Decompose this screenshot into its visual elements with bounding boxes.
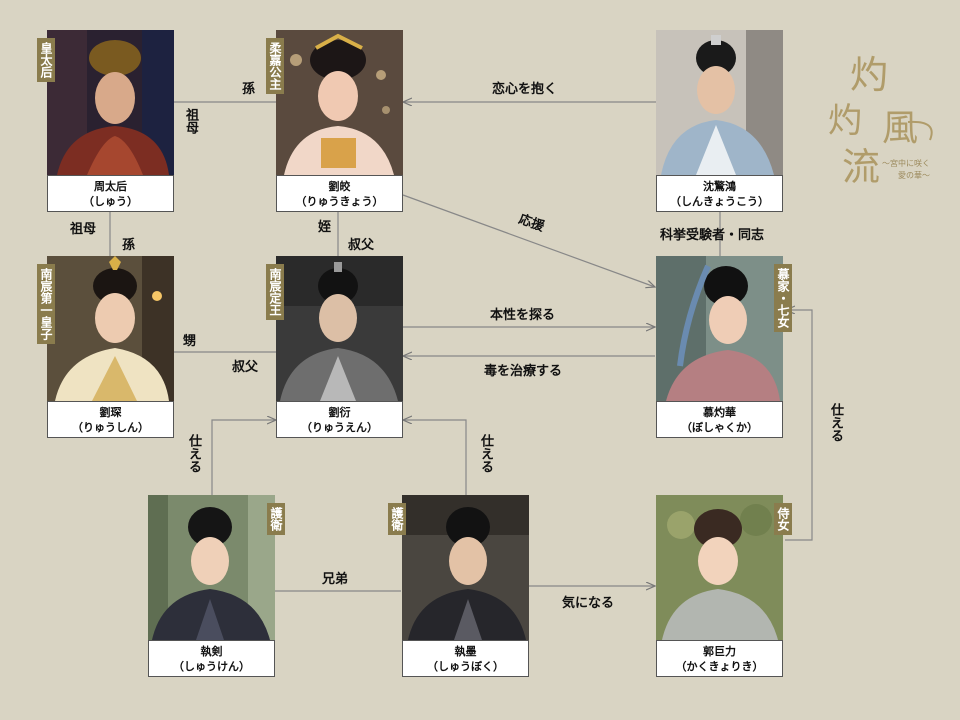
namebox-princess[interactable]: 劉皎 （りゅうきょう） <box>276 175 403 212</box>
label-serve-left: 仕える <box>186 434 201 473</box>
name-first-prince: 劉琛 <box>99 405 122 419</box>
line-serve-left <box>211 420 276 496</box>
label-cure: 毒を治療する <box>484 364 563 379</box>
reading-zhimo: （しゅうぼく） <box>427 659 504 673</box>
photo-liu-yan <box>276 256 403 401</box>
tag-mu: 慕家・七女 <box>774 264 792 332</box>
namebox-liu-yan[interactable]: 劉衍 （りゅうえん） <box>276 401 403 438</box>
reading-first-prince: （りゅうしん） <box>72 420 149 434</box>
label-nephew: 甥 <box>183 334 197 349</box>
logo-calligraphy-icon: 灼 灼 風 流 〜宮中に咲く 愛の華〜 <box>828 53 933 189</box>
tag-zhijian: 護衛 <box>267 503 285 535</box>
label-serve-right: 仕える <box>828 403 843 442</box>
person-photo-icon <box>47 256 174 401</box>
name-liu-yan: 劉衍 <box>328 405 351 419</box>
reading-shen: （しんきょうこう） <box>670 194 769 208</box>
person-photo-icon <box>276 30 403 175</box>
reading-guo: （かくきょりき） <box>675 659 764 673</box>
tag-empress-dowager: 皇太后 <box>37 38 55 82</box>
reading-zhijian: （しゅうけん） <box>173 659 250 673</box>
tag-princess: 柔嘉公主 <box>266 38 284 94</box>
photo-guo <box>656 495 783 640</box>
namebox-empress-dowager[interactable]: 周太后 （しゅう） <box>47 175 174 212</box>
photo-zhijian <box>148 495 275 640</box>
photo-mu <box>656 256 783 401</box>
photo-empress-dowager <box>47 30 174 175</box>
label-brothers: 兄弟 <box>322 572 349 587</box>
reading-mu: （ぼしゃくか） <box>681 420 758 434</box>
person-photo-icon <box>402 495 529 640</box>
namebox-shen[interactable]: 沈驚鴻 （しんきょうこう） <box>656 175 783 212</box>
name-mu: 慕灼華 <box>703 405 736 419</box>
namebox-first-prince[interactable]: 劉琛 （りゅうしん） <box>47 401 174 438</box>
logo-char-4: 流 <box>842 145 880 189</box>
label-serve-mid: 仕える <box>478 434 493 473</box>
person-photo-icon <box>656 495 783 640</box>
photo-zhimo <box>402 495 529 640</box>
logo-char-2: 灼 <box>828 101 862 141</box>
line-serve-mid <box>403 420 467 496</box>
name-zhijian: 執剣 <box>200 644 223 658</box>
person-photo-icon <box>47 30 174 175</box>
label-niece: 姪 <box>318 220 332 235</box>
line-support <box>402 194 655 287</box>
name-zhimo: 執墨 <box>454 644 477 658</box>
photo-princess <box>276 30 403 175</box>
label-grandmother-left: 祖母 <box>70 222 97 237</box>
reading-liu-yan: （りゅうえん） <box>301 420 378 434</box>
reading-princess: （りゅうきょう） <box>295 194 384 208</box>
reading-empress-dowager: （しゅう） <box>83 194 138 208</box>
label-love: 恋心を抱く <box>492 82 558 97</box>
label-concerned: 気になる <box>562 596 615 611</box>
tag-liu-yan: 南宸定王 <box>266 264 284 320</box>
tag-first-prince: 南宸第一皇子 <box>37 264 55 344</box>
drama-logo: 灼 灼 風 流 〜宮中に咲く 愛の華〜 <box>820 40 950 200</box>
logo-char-3: 風 <box>882 108 918 149</box>
namebox-mu[interactable]: 慕灼華 （ぼしゃくか） <box>656 401 783 438</box>
name-empress-dowager: 周太后 <box>94 179 127 193</box>
logo-subtitle-2: 愛の華〜 <box>898 170 930 180</box>
namebox-guo[interactable]: 郭巨力 （かくきょりき） <box>656 640 783 677</box>
person-photo-icon <box>656 30 783 175</box>
person-photo-icon <box>656 256 783 401</box>
logo-subtitle-1: 〜宮中に咲く <box>882 158 930 168</box>
photo-shen <box>656 30 783 175</box>
label-probe: 本性を探る <box>490 308 556 323</box>
logo-char-1: 灼 <box>850 53 888 97</box>
label-grandchild-top: 孫 <box>242 82 256 97</box>
namebox-zhijian[interactable]: 執剣 （しゅうけん） <box>148 640 275 677</box>
namebox-zhimo[interactable]: 執墨 （しゅうぼく） <box>402 640 529 677</box>
name-shen: 沈驚鴻 <box>703 179 736 193</box>
photo-first-prince <box>47 256 174 401</box>
label-exam-comrade: 科挙受験者・同志 <box>660 228 765 243</box>
label-grandchild-left: 孫 <box>122 238 136 253</box>
person-photo-icon <box>276 256 403 401</box>
tag-guo: 侍女 <box>774 503 792 535</box>
name-guo: 郭巨力 <box>703 644 736 658</box>
label-uncle-left: 叔父 <box>232 360 259 375</box>
label-grandmother-top: 祖母 <box>183 108 198 134</box>
person-photo-icon <box>148 495 275 640</box>
name-princess: 劉皎 <box>328 179 351 193</box>
label-uncle-top: 叔父 <box>348 238 375 253</box>
line-serve-right <box>785 310 813 541</box>
tag-zhimo: 護衛 <box>388 503 406 535</box>
